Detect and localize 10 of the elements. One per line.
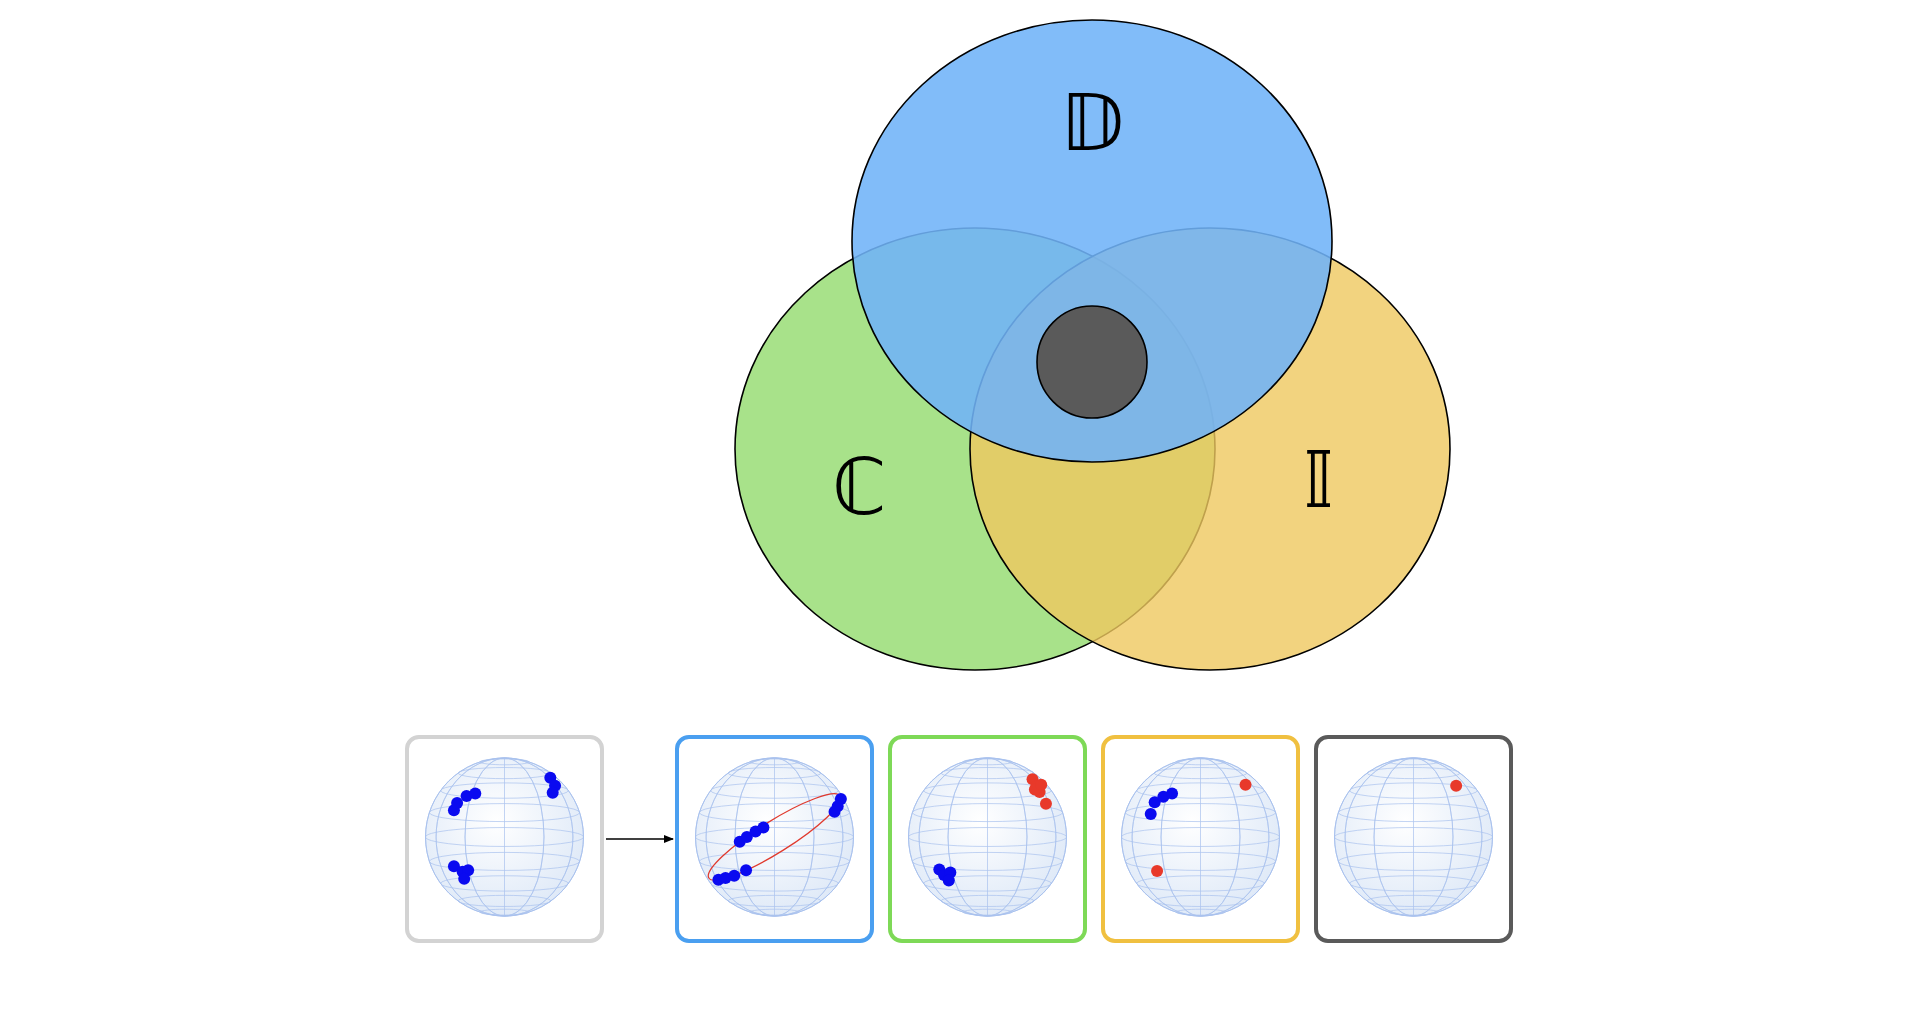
arrow <box>605 835 674 843</box>
set-label: ℂ <box>832 447 887 526</box>
sphere-panel <box>888 735 1087 943</box>
sphere-panel <box>1314 735 1513 943</box>
sphere-panel <box>405 735 604 943</box>
sphere-panel <box>1101 735 1300 943</box>
sphere-panel <box>675 735 874 943</box>
intersection-circle <box>1036 305 1148 419</box>
set-label: 𝕀 <box>1303 441 1334 520</box>
set-label: 𝔻 <box>1060 84 1124 163</box>
